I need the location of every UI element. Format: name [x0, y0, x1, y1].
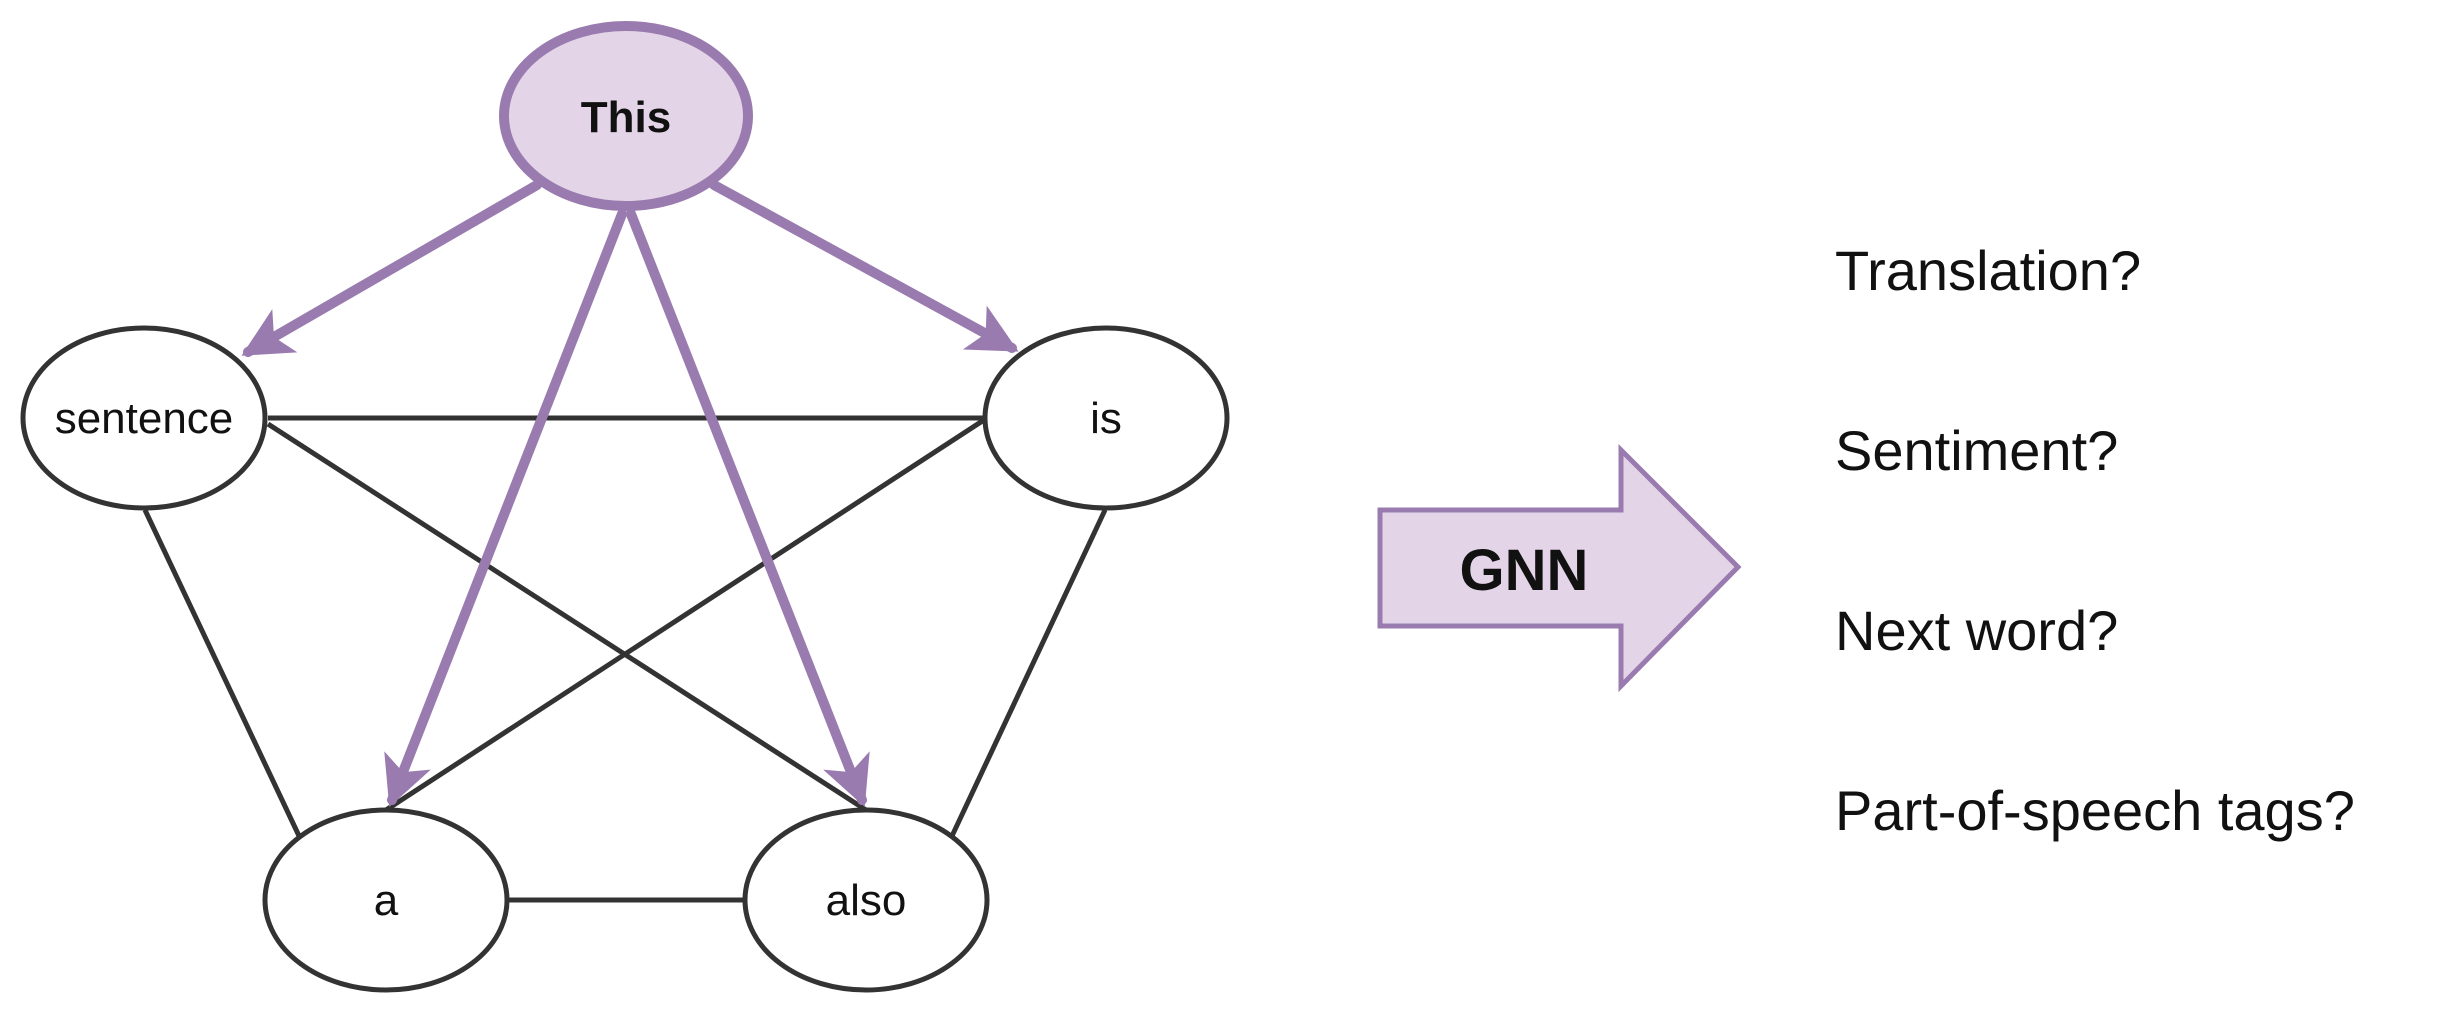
- undirected-edges: [142, 415, 1108, 903]
- task-pos-tags: Part-of-speech tags?: [1835, 779, 2355, 842]
- node-also-shape: [742, 807, 990, 993]
- gnn-arrow-label: GNN: [1460, 538, 1589, 603]
- directed-edges: [241, 180, 1019, 807]
- edge-sentence-also: [266, 421, 868, 813]
- node-is-label: is: [1090, 394, 1122, 443]
- node-also-label: also: [826, 876, 907, 925]
- task-translation: Translation?: [1835, 239, 2141, 302]
- node-is-shape: [982, 325, 1230, 511]
- edge-this-also: [626, 209, 870, 807]
- edge-this-is: [709, 180, 1019, 353]
- node-sentence: sentence: [20, 325, 268, 511]
- task-list: Translation? Sentiment? Next word? Part-…: [1835, 239, 2355, 842]
- node-this-shape: [499, 21, 753, 211]
- node-also: also: [742, 807, 990, 993]
- gnn-arrow-shape: [1377, 443, 1742, 693]
- node-a-shape: [262, 807, 510, 993]
- edge-this-a: [384, 209, 627, 807]
- node-a: a: [262, 807, 510, 993]
- node-this: This: [499, 21, 753, 211]
- task-next-word: Next word?: [1835, 599, 2118, 662]
- node-sentence-label: sentence: [55, 394, 234, 443]
- edge-sentence-a: [142, 508, 303, 840]
- node-a-label: a: [374, 876, 399, 925]
- task-sentiment: Sentiment?: [1835, 419, 2118, 482]
- edge-is-also: [949, 508, 1108, 838]
- edge-is-a: [384, 415, 989, 813]
- gnn-arrow: GNN: [1377, 443, 1742, 693]
- edge-this-sentence: [241, 180, 542, 357]
- node-sentence-shape: [20, 325, 268, 511]
- node-is: is: [982, 325, 1230, 511]
- node-this-label: This: [581, 93, 671, 142]
